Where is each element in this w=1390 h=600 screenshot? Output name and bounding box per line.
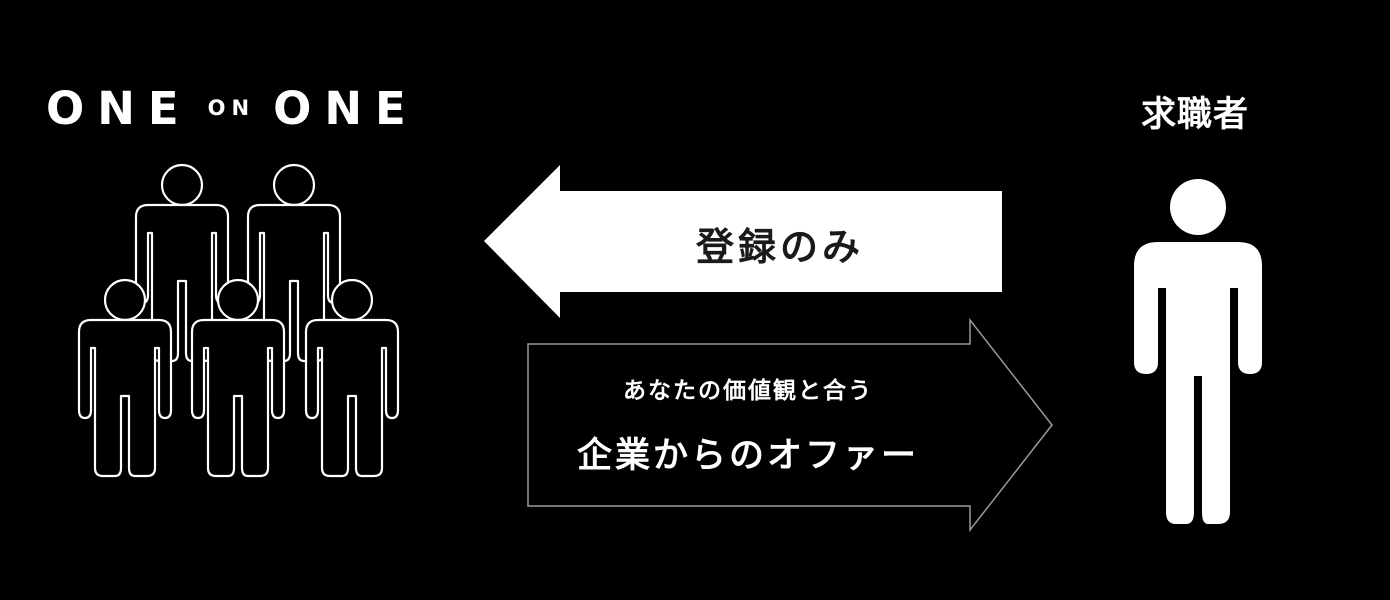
left-arrow-shape bbox=[484, 165, 1002, 318]
company-group-icon bbox=[77, 163, 400, 478]
job-seeker-label: 求職者 bbox=[1140, 95, 1249, 135]
brand-logo: ONE ON ONE bbox=[46, 81, 436, 135]
logo-word-on: ON bbox=[207, 96, 256, 120]
logo-word-one-left: ONE bbox=[46, 81, 192, 135]
left-arrow-label: 登録のみ bbox=[695, 225, 864, 269]
right-arrow-title: 企業からのオファー bbox=[576, 436, 919, 476]
job-seeker-person-icon bbox=[1134, 179, 1262, 524]
right-arrow-shape bbox=[527, 317, 1053, 533]
logo-word-one-right: ONE bbox=[273, 81, 419, 135]
right-arrow-subtitle: あなたの価値観と合う bbox=[623, 378, 873, 404]
